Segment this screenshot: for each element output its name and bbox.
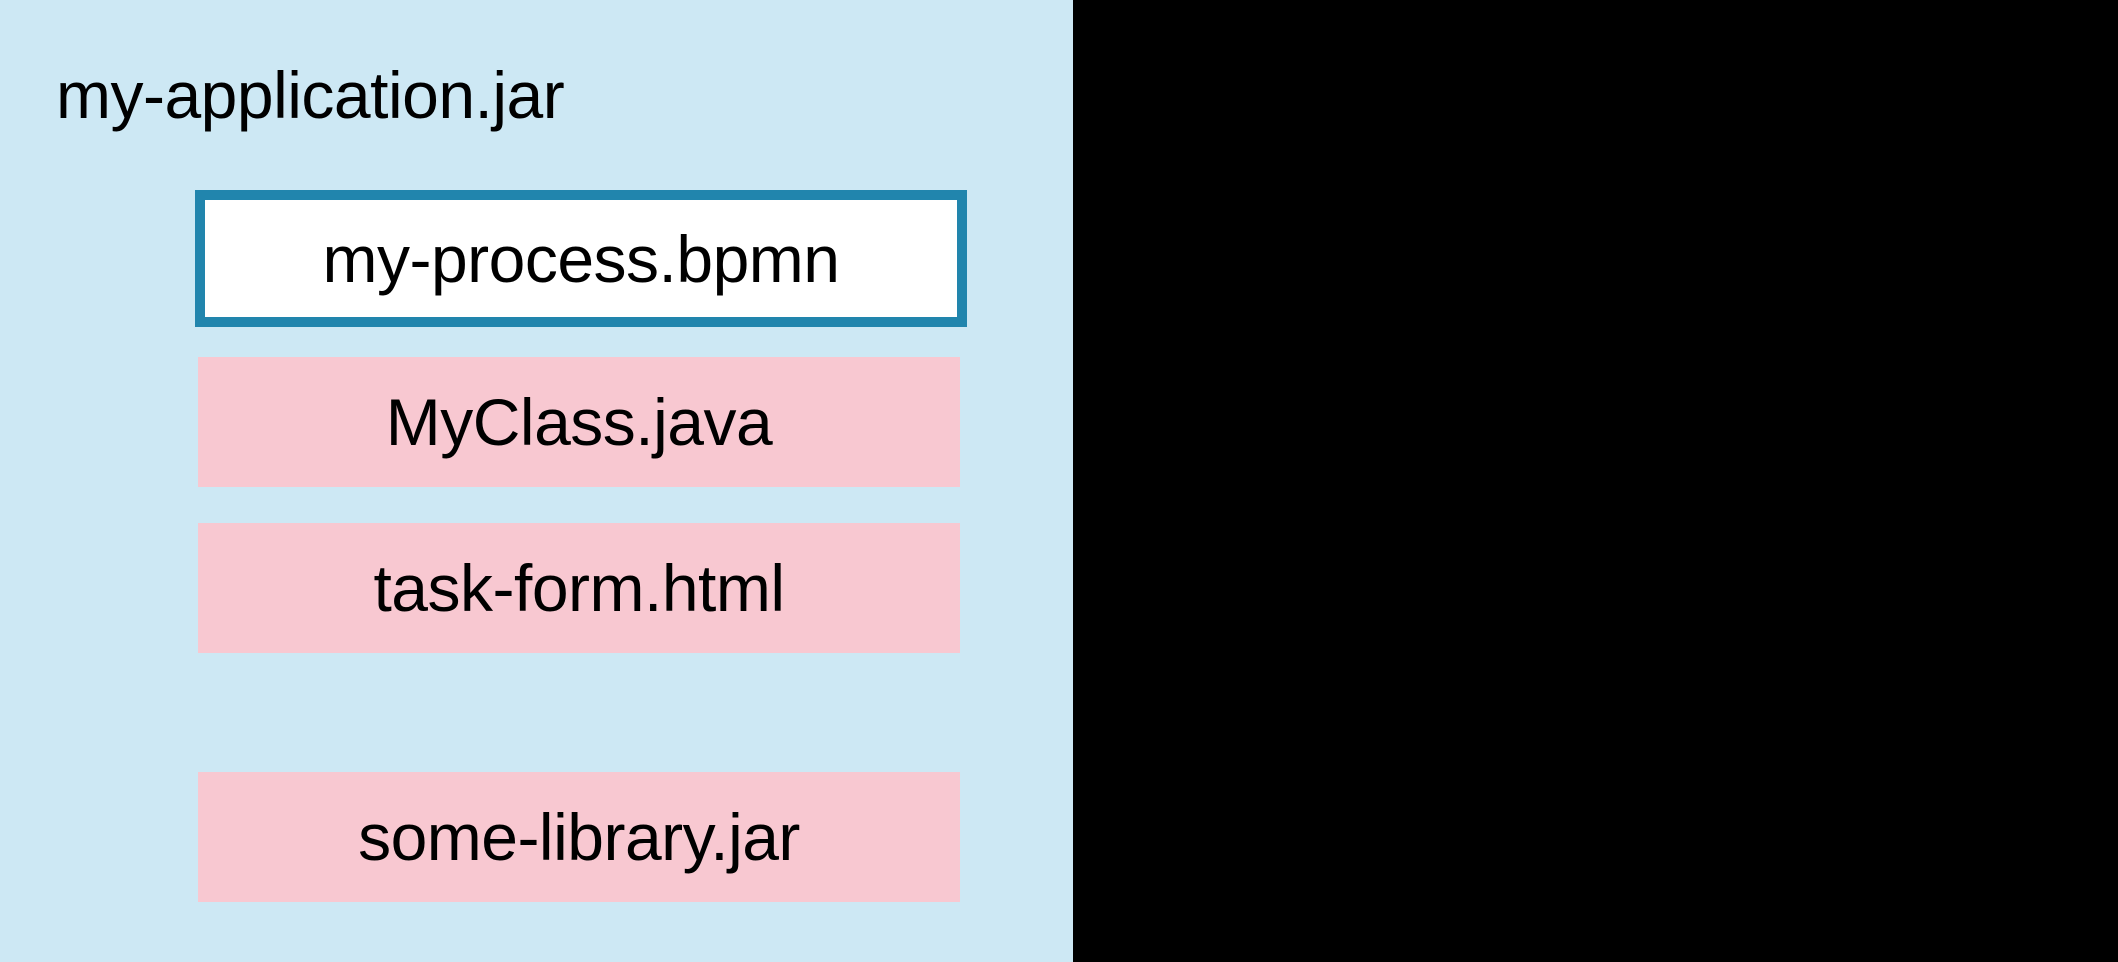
resource-box-library: some-library.jar — [198, 772, 960, 902]
resource-box-taskform: task-form.html — [198, 523, 960, 653]
resource-label-myclass: MyClass.java — [385, 385, 773, 459]
application-jar-panel: my-application.jar my-process.bpmn MyCla… — [0, 0, 1073, 962]
resource-label-taskform: task-form.html — [373, 551, 785, 625]
process-file-label: my-process.bpmn — [322, 221, 841, 296]
resource-box-myclass: MyClass.java — [198, 357, 960, 487]
resource-label-library: some-library.jar — [358, 800, 800, 874]
jar-panel-title: my-application.jar — [56, 58, 565, 132]
process-file-box: my-process.bpmn — [195, 190, 967, 327]
